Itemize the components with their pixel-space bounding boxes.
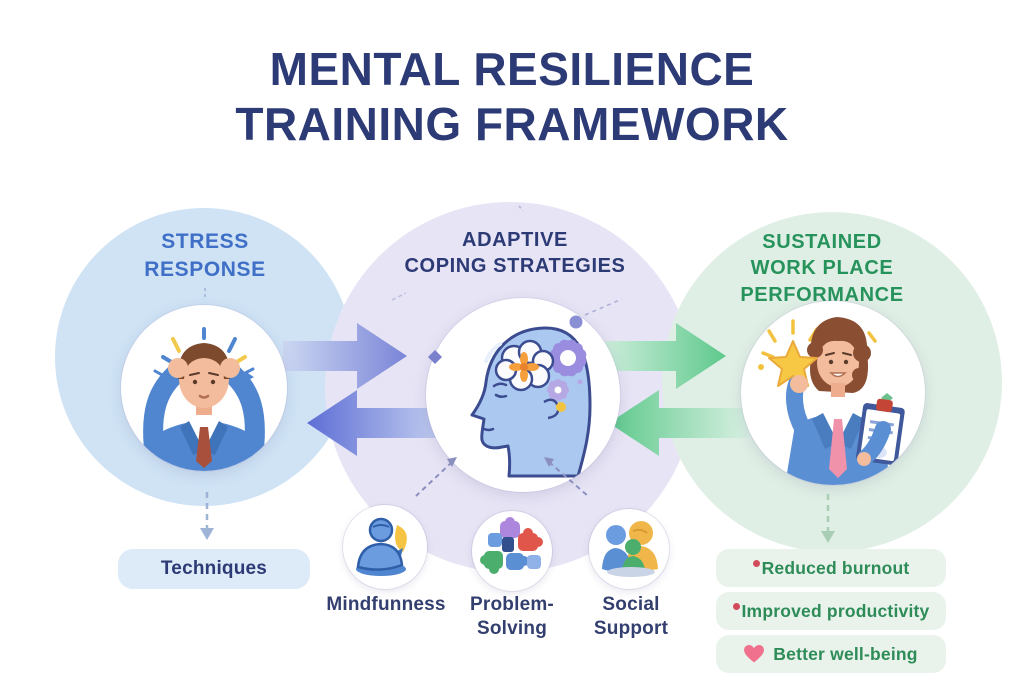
star-icon <box>768 340 818 387</box>
mindfulness-label-line-1: Mindfunness <box>326 594 446 615</box>
people-group-icon <box>602 521 658 577</box>
strategy-item-problem-solving <box>472 511 552 591</box>
meditating-person-icon <box>356 517 407 576</box>
strategy-item-mindfulness <box>343 505 427 589</box>
head-with-gears-illustration <box>470 326 592 478</box>
sustained-label-line-3: PERFORMANCE <box>740 283 904 306</box>
illustration-circle-performance <box>741 301 925 485</box>
sustained-label-line-2: WORK PLACE <box>750 257 894 280</box>
problem-label-line-1: Problem- <box>470 594 554 615</box>
social-label-line-2: Support <box>593 617 669 639</box>
stage-label-sustained-performance: SUSTAINED WORK PLACE PERFORMANCE <box>712 229 932 308</box>
sustained-label-line-1: SUSTAINED <box>762 231 882 253</box>
strategy-label-mindfulness: Mindfunness <box>306 593 466 617</box>
strategy-label-problem-solving: Problem- Solving <box>432 593 592 641</box>
arrow-blue-forward <box>283 323 407 389</box>
arrow-green-forward <box>602 323 726 389</box>
stress-label-line-1: STRESS <box>161 230 249 253</box>
red-dot-icon <box>752 560 760 567</box>
title-line-2: TRAINING FRAMEWORK <box>235 98 789 151</box>
problem-label-line-2: Solving <box>476 617 547 639</box>
outcome-label-reduced-burnout: Reduced burnout <box>761 557 910 578</box>
strategy-item-social-support <box>589 509 669 589</box>
red-dot-icon <box>732 603 740 610</box>
arrow-green-backward <box>609 390 749 456</box>
stage-label-adaptive-coping: ADAPTIVE COPING STRATEGIES <box>365 227 665 280</box>
outcome-label-improved-productivity: Improved productivity <box>741 600 930 621</box>
outcome-pill-improved-productivity: Improved productivity <box>716 592 946 630</box>
adaptive-label-line-1: ADAPTIVE <box>462 229 568 251</box>
adaptive-label-line-2: COPING STRATEGIES <box>404 255 626 278</box>
illustration-circle-stress <box>121 305 287 471</box>
puzzle-pieces-icon <box>480 517 543 574</box>
stressed-man-illustration <box>143 327 265 471</box>
arrow-blue-backward <box>307 390 455 456</box>
stress-label-line-2: RESPONSE <box>144 257 266 281</box>
outcome-label-better-wellbeing: Better well-being <box>773 643 918 664</box>
heart-icon <box>744 645 765 663</box>
illustration-circle-coping <box>426 298 620 492</box>
title-line-1: MENTAL RESILIENCE <box>269 43 755 95</box>
flower-icon <box>509 352 539 382</box>
outcome-pill-better-wellbeing: Better well-being <box>716 635 946 673</box>
techniques-label: Techniques <box>160 558 268 579</box>
stage-label-stress-response: STRESS RESPONSE <box>85 228 325 283</box>
outcome-pill-reduced-burnout: Reduced burnout <box>716 549 946 587</box>
techniques-pill: Techniques <box>118 549 310 589</box>
social-label-line-1: Social <box>602 594 660 615</box>
strategy-label-social-support: Social Support <box>551 593 711 641</box>
man-with-star-illustration <box>758 317 905 485</box>
